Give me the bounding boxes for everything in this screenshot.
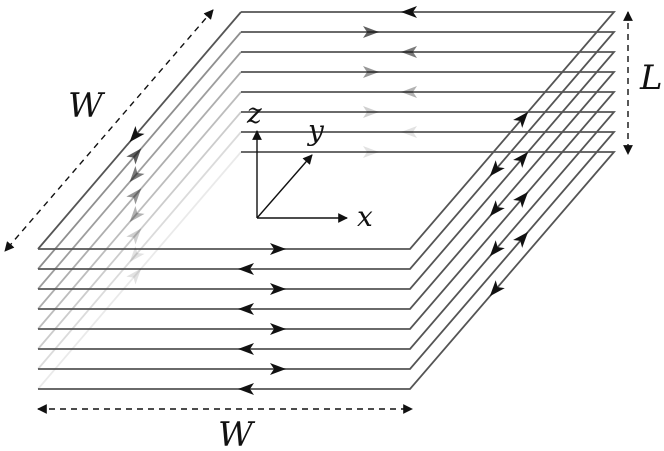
axis-x-label: x [357, 200, 373, 233]
right-arrow-3 [513, 151, 529, 168]
back-arrow-8 [363, 146, 379, 158]
loop-layer-4 [38, 71, 616, 310]
loop-layer-3 [38, 51, 616, 290]
left-arrow-7 [129, 246, 145, 263]
back-arrow-3 [401, 46, 417, 58]
loop-layer-7 [38, 131, 616, 370]
dimension-lines [4, 9, 633, 414]
front-arrow-3 [270, 283, 286, 295]
coordinate-axes [252, 130, 348, 223]
back-arrow-4 [363, 66, 379, 78]
back-arrow-5 [401, 86, 417, 98]
back-arrow-7 [401, 126, 417, 138]
right-arrow-6 [489, 240, 505, 257]
loop-layer-left-edge-5 [37, 91, 242, 330]
width-label-bottom: W [218, 415, 256, 451]
loop-layer-6 [38, 111, 616, 350]
right-arrow-2 [489, 160, 505, 177]
loop-layer-left-edge-7 [37, 131, 242, 370]
spacing-label: L [639, 58, 663, 98]
front-arrow-7 [270, 363, 286, 375]
axis-z-label: z [246, 97, 262, 130]
axis-y-label: y [306, 114, 325, 147]
loop-layer-5 [38, 91, 616, 330]
loop-layer-1 [38, 11, 616, 250]
loop-layer-8 [38, 151, 616, 390]
axis-y-line [256, 154, 313, 219]
dimension-line-width-side [4, 9, 214, 252]
right-arrow-1 [513, 111, 529, 128]
back-arrow-6 [363, 106, 379, 118]
width-label-side: W [68, 86, 106, 126]
front-arrow-5 [270, 323, 286, 335]
front-arrow-6 [238, 343, 254, 355]
front-arrow-4 [238, 303, 254, 315]
left-arrow-8 [126, 268, 142, 285]
back-arrow-2 [363, 26, 379, 38]
front-arrow-1 [270, 243, 286, 255]
right-arrow-7 [513, 231, 529, 248]
right-arrow-8 [489, 280, 505, 297]
loop-layer-2 [38, 31, 616, 270]
front-arrow-8 [238, 383, 254, 395]
right-arrow-4 [489, 200, 505, 217]
current-direction-arrows [126, 6, 529, 395]
current-loop-layers [37, 11, 616, 390]
front-arrow-2 [238, 263, 254, 275]
back-arrow-1 [401, 6, 417, 18]
right-arrow-5 [513, 191, 529, 208]
